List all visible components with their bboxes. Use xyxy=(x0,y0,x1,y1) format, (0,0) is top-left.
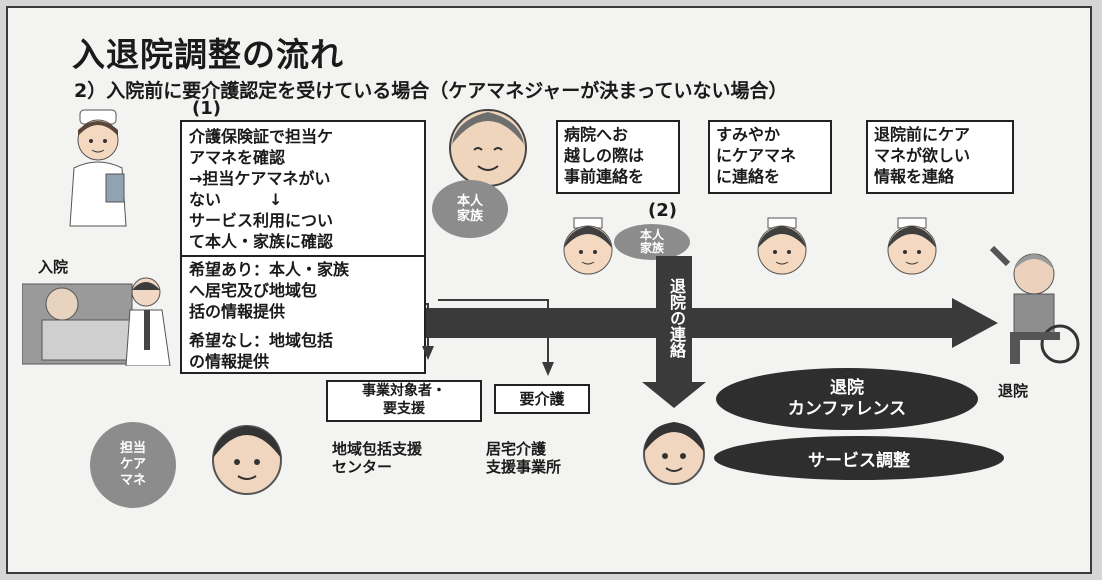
note-1-line-3: 事前連絡を xyxy=(564,167,645,186)
note-2-line-1: すみやか xyxy=(716,125,781,144)
family-badge-2: 本人 家族 xyxy=(614,224,690,260)
support-box-1: 事業対象者・ 要支援 xyxy=(326,380,482,422)
hope-yes-line-1: 希望あり：本人・家族 xyxy=(189,260,350,279)
note-1-line-1: 病院へお xyxy=(564,125,629,144)
hope-yes-line-2: へ居宅及び地域包 xyxy=(189,281,318,300)
nurse-face-1 xyxy=(556,216,620,280)
step1-line-1: 介護保険証で担当ケ xyxy=(189,127,334,146)
page-title: 入退院調整の流れ xyxy=(72,35,344,74)
nurse-illustration xyxy=(58,108,138,228)
note-3-line-2: マネが欲しい xyxy=(874,146,971,165)
service-adjustment-text: サービス調整 xyxy=(808,450,910,471)
step1-line-6: て本人・家族に確認 xyxy=(189,232,334,251)
support-box-2: 要介護 xyxy=(494,384,590,414)
note-2-line-2: にケアマネ xyxy=(716,146,797,165)
nurse-face-2 xyxy=(750,216,814,280)
patient-bed-illustration xyxy=(22,270,182,366)
hope-yes-line-3: 括の情報提供 xyxy=(189,302,286,321)
elderly-person-illustration xyxy=(440,104,536,194)
hope-no-line-1: 希望なし：地域包括 xyxy=(189,331,334,350)
conference-line-1: 退院 xyxy=(830,378,864,398)
note-2-line-3: に連絡を xyxy=(716,167,781,186)
support-box-2-text: 要介護 xyxy=(519,390,565,408)
slide: 入退院調整の流れ 2）入院前に要介護認定を受けている場合（ケアマネジャーが決まっ… xyxy=(6,6,1092,574)
note-1-line-2: 越しの際は xyxy=(564,146,645,165)
divider xyxy=(182,255,424,257)
center-1-line-2: センター xyxy=(332,458,393,476)
conference-line-2: カンファレンス xyxy=(787,399,907,419)
family-badge-1: 本人 家族 xyxy=(432,180,508,238)
step1-line-4: ない ↓ xyxy=(189,190,283,209)
note-box-1: 病院へお 越しの際は 事前連絡を xyxy=(556,120,680,194)
step1-line-3: →担当ケアマネがい xyxy=(189,169,331,188)
admission-label: 入院 xyxy=(38,258,69,276)
discharged-person-illustration xyxy=(988,244,1088,366)
discharge-label: 退院 xyxy=(998,382,1029,400)
nurse-face-3 xyxy=(880,216,944,280)
note-box-2: すみやか にケアマネ に連絡を xyxy=(708,120,832,194)
family-badge-1-text: 本人 家族 xyxy=(456,194,483,224)
note-3-line-3: 情報を連絡 xyxy=(874,167,955,186)
step2-label: (2) xyxy=(648,200,677,221)
note-3-line-1: 退院前にケア xyxy=(874,125,971,144)
hope-no-line-2: の情報提供 xyxy=(189,352,270,371)
service-adjustment-ellipse: サービス調整 xyxy=(714,436,1004,480)
center-2-label: 居宅介護 支援事業所 xyxy=(486,440,561,476)
conference-ellipse: 退院 カンファレンス xyxy=(716,368,978,430)
page-subtitle: 2）入院前に要介護認定を受けている場合（ケアマネジャーが決まっていない場合） xyxy=(74,80,788,102)
care-manager-face xyxy=(204,414,290,500)
center-2-line-1: 居宅介護 xyxy=(486,440,547,458)
step1-line-2: アマネを確認 xyxy=(189,148,286,167)
care-manager-badge: 担当 ケア マネ xyxy=(90,422,176,508)
discharge-contact-text: 退院の連絡 xyxy=(667,278,686,358)
center-1-label: 地域包括支援 センター xyxy=(332,440,422,476)
family-badge-2-text: 本人 家族 xyxy=(639,228,664,255)
step1-info-box: 介護保険証で担当ケ アマネを確認 →担当ケアマネがい ない ↓ サービス利用につ… xyxy=(180,120,426,374)
note-box-3: 退院前にケア マネが欲しい 情報を連絡 xyxy=(866,120,1014,194)
support-box-1-line-1: 事業対象者・ xyxy=(362,383,446,399)
center-2-line-2: 支援事業所 xyxy=(486,458,562,476)
staff-face-bottom xyxy=(636,412,712,492)
support-box-1-line-2: 要支援 xyxy=(383,401,425,417)
step1-line-5: サービス利用につい xyxy=(189,211,334,230)
main-flow-arrow xyxy=(8,8,1094,576)
step1-label: (1) xyxy=(192,98,221,119)
care-manager-badge-text: 担当 ケア マネ xyxy=(119,441,146,488)
center-1-line-1: 地域包括支援 xyxy=(332,440,423,458)
